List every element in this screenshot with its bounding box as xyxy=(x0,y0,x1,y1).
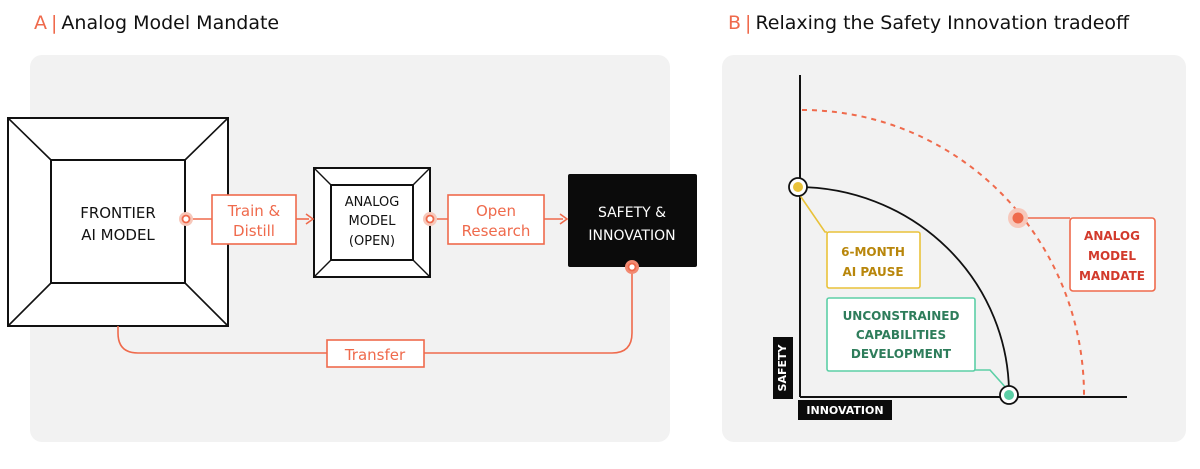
train-distill-line-1: Train & xyxy=(227,202,281,220)
frontier-label-line-1: FRONTIER xyxy=(80,204,156,222)
panel-a-title: A|Analog Model Mandate xyxy=(34,12,280,34)
analog-model-box xyxy=(313,167,431,278)
dot-frontier-out xyxy=(179,212,193,226)
mandate-callout-line-1: ANALOG xyxy=(1084,229,1140,243)
panel-a-diagram: FRONTIER AI MODEL ANALOG MODEL (OPEN) SA… xyxy=(7,117,697,368)
current-tradeoff-curve xyxy=(796,186,1010,395)
pause-point xyxy=(788,177,808,197)
panel-b-title-text: Relaxing the Safety Innovation tradeoff xyxy=(755,12,1130,34)
unconstrained-callout-line-1: UNCONSTRAINED xyxy=(843,309,960,323)
unconstrained-callout-line-3: DEVELOPMENT xyxy=(851,347,952,361)
arrowhead-train-analog xyxy=(305,213,315,225)
panel-a-letter: A xyxy=(34,12,47,34)
frontier-label-line-2: AI MODEL xyxy=(81,226,155,244)
panel-b-tradeoff-diagram: SAFETY INNOVATION 6-MONTH AI PAUSE UNCON… xyxy=(773,75,1156,420)
safety-innovation-line-2: INNOVATION xyxy=(588,228,675,244)
open-research-line-2: Research xyxy=(462,222,531,240)
unconstrained-point xyxy=(999,385,1019,405)
mandate-point xyxy=(1008,208,1028,228)
mandate-callout-line-2: MODEL xyxy=(1088,249,1136,263)
analog-label-line-1: ANALOG xyxy=(345,195,400,210)
pause-callout-line-1: 6-MONTH xyxy=(841,245,905,259)
unconstrained-callout-line-2: CAPABILITIES xyxy=(856,328,946,342)
panel-b-letter: B xyxy=(728,12,742,34)
analog-label-line-2: MODEL xyxy=(349,214,397,229)
transfer-label: Transfer xyxy=(344,346,406,364)
analog-label-line-3: (OPEN) xyxy=(349,234,395,249)
panel-b-title: B|Relaxing the Safety Innovation tradeof… xyxy=(728,12,1130,34)
dot-analog-out xyxy=(423,212,437,226)
frontier-model-box xyxy=(7,117,229,327)
y-axis-label: SAFETY xyxy=(776,344,789,392)
mandate-callout-line-3: MANDATE xyxy=(1079,269,1145,283)
dot-safety-out xyxy=(625,260,639,274)
pause-callout-line-2: AI PAUSE xyxy=(842,265,903,279)
pause-callout-line xyxy=(798,193,827,233)
unconstrained-callout-box xyxy=(826,297,976,372)
train-distill-line-2: Distill xyxy=(233,222,275,240)
y-axis-label-bg xyxy=(773,337,793,399)
mandate-callout-box xyxy=(1069,217,1156,292)
open-research-line-1: Open xyxy=(476,202,516,220)
transfer-label-box xyxy=(326,339,425,368)
x-axis-label-bg xyxy=(798,400,892,420)
x-axis-label: INNOVATION xyxy=(806,404,883,417)
mandate-tradeoff-curve xyxy=(801,109,1085,396)
arrowhead-research-safety xyxy=(559,213,569,225)
pause-callout-box xyxy=(826,231,921,289)
safety-innovation-box xyxy=(568,174,697,267)
unconstrained-callout-line xyxy=(975,369,1008,390)
panel-a-title-text: Analog Model Mandate xyxy=(61,12,280,34)
safety-innovation-line-1: SAFETY & xyxy=(598,205,666,221)
